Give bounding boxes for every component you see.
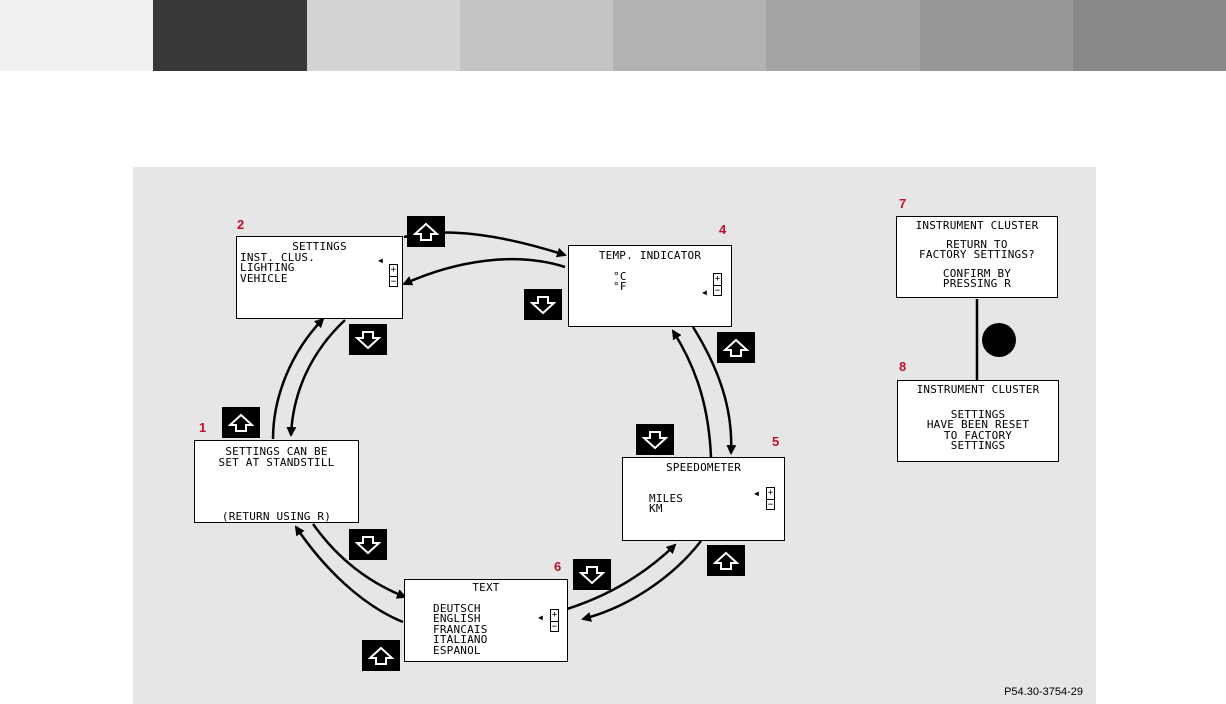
up-arrow-button[interactable]	[222, 407, 260, 438]
screen-title: INSTRUMENT CLUSTER	[916, 383, 1040, 396]
arrow-4-to-2	[402, 257, 566, 286]
up-arrow-icon	[368, 646, 394, 665]
screen-number-1: 1	[199, 420, 207, 435]
screen-speedometer: SPEEDOMETER MILES KM ◀ +−	[622, 457, 785, 541]
down-arrow-icon	[355, 535, 381, 554]
up-arrow-icon	[723, 338, 749, 357]
screen-line: TO FACTORY	[943, 428, 1013, 442]
screen-factory-reset-done: INSTRUMENT CLUSTER SETTINGS HAVE BEEN RE…	[897, 380, 1059, 462]
menu-item: °C	[613, 269, 627, 283]
menu-item: LIGHTING	[240, 261, 295, 274]
swatch-1	[0, 0, 154, 71]
screen-settings: SETTINGS INST. CLUS. LIGHTING VEHICLE ◀ …	[236, 236, 403, 319]
screen-line: SETTINGS	[950, 439, 1006, 452]
arrow-4-to-5	[691, 326, 737, 455]
up-arrow-button[interactable]	[407, 216, 445, 247]
swatch-3	[306, 0, 460, 71]
screen-title: TEMP. INDICATOR	[598, 249, 702, 262]
menu-item: ENGLISH	[433, 612, 481, 625]
arrow-1-to-6	[311, 523, 407, 599]
arrow-6-to-5	[566, 543, 677, 611]
plus-minus-icon: +−	[389, 264, 398, 287]
screen-line: CONFIRM BY	[942, 266, 1012, 280]
screen-number-4: 4	[719, 222, 727, 237]
arrow-5-to-4	[671, 329, 713, 458]
screen-standstill: SETTINGS CAN BE SET AT STANDSTILL (RETUR…	[194, 440, 359, 523]
up-arrow-icon	[228, 413, 254, 432]
color-swatch-bar	[0, 0, 1226, 71]
menu-item: DEUTSCH	[433, 601, 481, 615]
down-arrow-button[interactable]	[524, 289, 562, 320]
up-arrow-button[interactable]	[707, 545, 745, 576]
swatch-5	[613, 0, 767, 71]
menu-item: FRANCAIS	[433, 622, 488, 636]
swatch-2	[153, 0, 307, 71]
screen-number-6: 6	[554, 559, 562, 574]
screen-title: SPEEDOMETER	[665, 461, 742, 474]
screen-line: HAVE BEEN RESET	[926, 418, 1030, 431]
down-arrow-icon	[579, 565, 605, 584]
menu-item: VEHICLE	[240, 271, 288, 285]
swatch-8	[1072, 0, 1226, 71]
screen-text-language: TEXT DEUTSCH ENGLISH FRANCAIS ITALIANO E…	[404, 579, 568, 662]
down-arrow-icon	[355, 330, 381, 349]
screen-title: TEXT	[472, 581, 500, 594]
arrow-1-to-2	[271, 317, 325, 440]
up-arrow-button[interactable]	[717, 332, 755, 363]
swatch-7	[919, 0, 1073, 71]
arrow-5-to-6	[581, 540, 702, 622]
menu-item: INST. CLUS.	[240, 250, 316, 264]
screen-line: FACTORY SETTINGS?	[919, 248, 1035, 261]
swatch-4	[459, 0, 613, 71]
up-arrow-button[interactable]	[362, 640, 400, 671]
screen-title: INSTRUMENT CLUSTER	[915, 219, 1039, 232]
press-r-dot	[982, 323, 1016, 357]
down-arrow-icon	[642, 430, 668, 449]
plus-minus-icon: +−	[550, 609, 559, 632]
down-arrow-button[interactable]	[349, 529, 387, 560]
up-arrow-icon	[413, 222, 439, 241]
screen-line: PRESSING R	[942, 277, 1012, 290]
left-pointer-icon: ◀	[754, 489, 760, 498]
plus-minus-icon: +−	[713, 273, 722, 296]
screen-line: RETURN TO	[946, 237, 1008, 251]
screen-number-8: 8	[899, 359, 907, 374]
plus-minus-icon: +−	[766, 487, 775, 510]
screen-line: SETTINGS CAN BE	[225, 445, 328, 458]
menu-item: °F	[613, 280, 627, 293]
down-arrow-button[interactable]	[636, 424, 674, 455]
figure-reference: P54.30-3754-29	[1004, 686, 1083, 698]
screen-line: SETTINGS	[950, 407, 1006, 421]
menu-item: KM	[649, 502, 663, 515]
screen-factory-reset-confirm: INSTRUMENT CLUSTER RETURN TO FACTORY SET…	[896, 216, 1058, 298]
screen-number-7: 7	[899, 196, 907, 211]
arrow-2-to-1	[286, 319, 346, 437]
arrow-6-to-1	[294, 525, 404, 624]
diagram-panel: 1 SETTINGS CAN BE SET AT STANDSTILL (RET…	[133, 167, 1096, 704]
menu-item: ESPANOL	[433, 643, 481, 657]
left-pointer-icon: ◀	[702, 288, 708, 297]
screen-temp-indicator: TEMP. INDICATOR °C °F ◀ +−	[568, 245, 732, 327]
down-arrow-button[interactable]	[573, 559, 611, 590]
left-pointer-icon: ◀	[538, 613, 544, 622]
screen-title: SETTINGS	[292, 240, 347, 253]
screen-number-2: 2	[237, 217, 245, 232]
down-arrow-button[interactable]	[349, 324, 387, 355]
screen-line: SET AT STANDSTILL	[218, 455, 335, 469]
left-pointer-icon: ◀	[378, 256, 384, 265]
menu-item: MILES	[649, 491, 684, 505]
screen-line: (RETURN USING R)	[221, 510, 332, 523]
down-arrow-icon	[530, 295, 556, 314]
screen-number-5: 5	[772, 434, 780, 449]
swatch-6	[766, 0, 920, 71]
up-arrow-icon	[713, 551, 739, 570]
menu-item: ITALIANO	[433, 633, 488, 646]
